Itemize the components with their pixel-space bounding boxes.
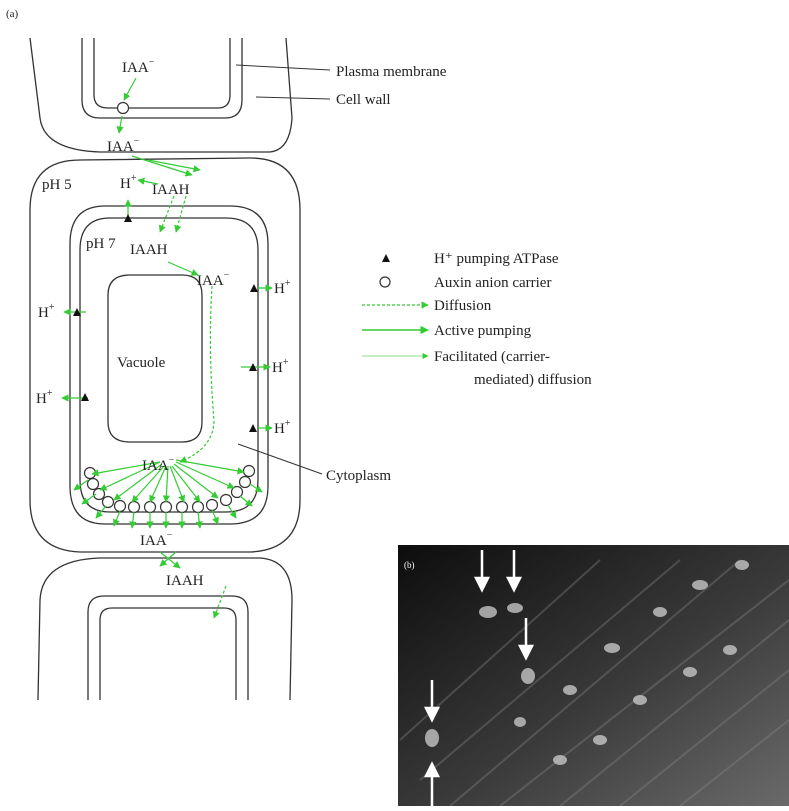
legend: H⁺ pumping ATPase Auxin anion carrier Di… xyxy=(362,251,592,388)
label-hplus-left-1: H+ xyxy=(38,302,55,321)
lower-cell-wall xyxy=(38,558,292,700)
atpase-right-3 xyxy=(249,424,257,432)
label-hplus-right-1: H+ xyxy=(274,278,291,297)
label-ph-outside: pH 5 xyxy=(42,177,72,193)
label-iaah-wall: IAAH xyxy=(152,182,190,198)
atpase-right-1 xyxy=(250,284,258,292)
label-ph-inside: pH 7 xyxy=(86,236,116,252)
legend-active: Active pumping xyxy=(434,323,532,339)
leader-lines xyxy=(236,65,330,474)
label-hplus-right-2: H+ xyxy=(272,357,289,376)
legend-facilitated-1: Facilitated (carrier- xyxy=(434,349,550,365)
atpase-left-2 xyxy=(81,393,89,401)
legend-carrier-icon xyxy=(380,277,390,287)
lower-cell-membrane-outer xyxy=(88,596,248,700)
legend-carrier: Auxin anion carrier xyxy=(434,275,551,291)
label-iaah-cytoplasm: IAAH xyxy=(130,242,168,258)
upper-cell xyxy=(30,38,292,152)
panel-b-label: (b) xyxy=(404,560,415,570)
label-iaa-cytoplasm: IAA− xyxy=(197,270,230,289)
label-cell-wall: Cell wall xyxy=(336,92,391,108)
panel-a-label: (a) xyxy=(6,8,19,20)
label-hplus-top: H+ xyxy=(120,173,137,192)
upper-cell-membrane-inner xyxy=(94,38,230,108)
label-iaah-lower: IAAH xyxy=(166,573,204,589)
label-vacuole: Vacuole xyxy=(117,355,166,371)
micrograph-panel: (b) xyxy=(398,545,789,806)
lower-cell xyxy=(38,558,292,700)
legend-atpase-icon xyxy=(382,254,390,262)
label-iaa-upper: IAA− xyxy=(122,57,155,76)
upper-carrier xyxy=(118,103,129,114)
label-plasma-membrane: Plasma membrane xyxy=(336,64,447,80)
label-iaa-efflux: IAA− xyxy=(140,530,173,549)
basal-carriers xyxy=(85,466,255,513)
upper-cell-membrane-outer xyxy=(82,38,242,118)
plasma-membrane-outer xyxy=(70,206,268,524)
label-hplus-left-2: H+ xyxy=(36,388,53,407)
legend-atpase: H⁺ pumping ATPase xyxy=(434,251,559,267)
label-hplus-right-3: H+ xyxy=(274,418,291,437)
upper-cell-wall xyxy=(30,38,292,152)
label-iaa-basal: IAA− xyxy=(142,455,175,474)
legend-diffusion: Diffusion xyxy=(434,298,492,314)
label-cytoplasm: Cytoplasm xyxy=(326,468,391,484)
lower-cell-membrane-inner xyxy=(100,608,236,700)
legend-facilitated-2: mediated) diffusion xyxy=(474,372,592,388)
